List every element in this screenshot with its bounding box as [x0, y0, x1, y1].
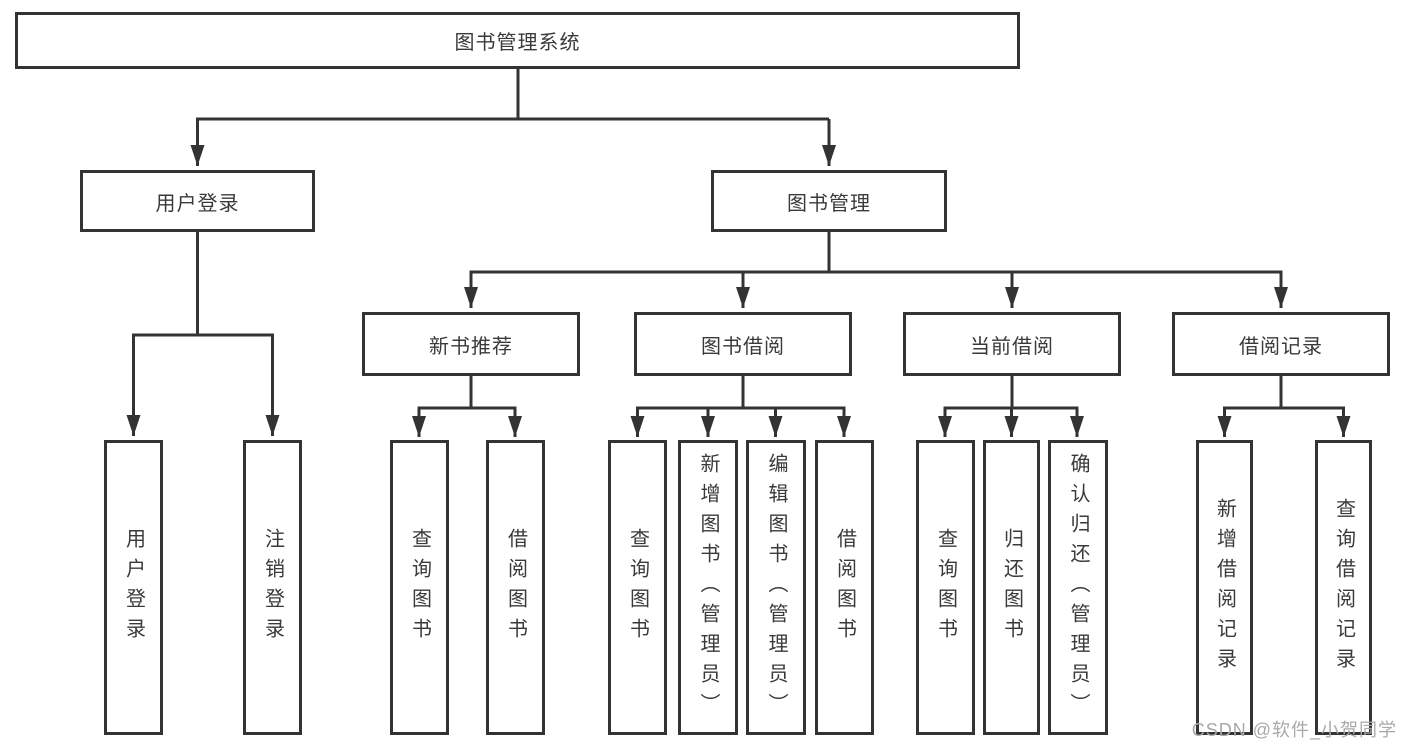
leaf-label: 编辑图书（管理员）	[765, 452, 787, 723]
leaf-confirm-return-admin: 确认归还（管理员）	[1048, 440, 1108, 735]
leaf-label: 查询图书	[934, 527, 957, 648]
leaf-label: 用户登录	[122, 527, 145, 648]
leaf-label: 新增图书（管理员）	[697, 452, 719, 723]
leaf-label: 查询图书	[626, 527, 649, 648]
leaf-borrow-books-recommend: 借阅图书	[486, 440, 545, 735]
node-user-login: 用户登录	[80, 170, 315, 232]
csdn-watermark: CSDN @软件_小贺同学	[1191, 720, 1397, 740]
leaf-add-borrow-record: 新增借阅记录	[1196, 440, 1253, 735]
leaf-logout: 注销登录	[243, 440, 302, 735]
leaf-query-books-recommend: 查询图书	[390, 440, 449, 735]
leaf-label: 确认归还（管理员）	[1067, 452, 1089, 723]
leaf-add-books-admin: 新增图书（管理员）	[678, 440, 738, 735]
leaf-user-login: 用户登录	[104, 440, 163, 735]
leaf-edit-books-admin: 编辑图书（管理员）	[746, 440, 806, 735]
leaf-label: 注销登录	[261, 527, 284, 648]
leaf-label: 借阅图书	[504, 527, 527, 648]
node-root: 图书管理系统	[15, 12, 1020, 69]
node-current-borrow: 当前借阅	[903, 312, 1121, 376]
leaf-label: 查询图书	[408, 527, 431, 648]
node-new-book-recommend: 新书推荐	[362, 312, 580, 376]
node-book-management: 图书管理	[711, 170, 947, 232]
leaf-label: 新增借阅记录	[1213, 497, 1236, 678]
leaf-label: 借阅图书	[833, 527, 856, 648]
node-borrow-records: 借阅记录	[1172, 312, 1390, 376]
leaf-return-books: 归还图书	[983, 440, 1040, 735]
leaf-label: 归还图书	[1000, 527, 1023, 648]
leaf-query-books-current: 查询图书	[916, 440, 975, 735]
leaf-query-borrow-record: 查询借阅记录	[1315, 440, 1372, 735]
leaf-borrow-books: 借阅图书	[815, 440, 874, 735]
leaf-label: 查询借阅记录	[1332, 497, 1355, 678]
node-book-borrow: 图书借阅	[634, 312, 852, 376]
leaf-query-books-borrow: 查询图书	[608, 440, 667, 735]
